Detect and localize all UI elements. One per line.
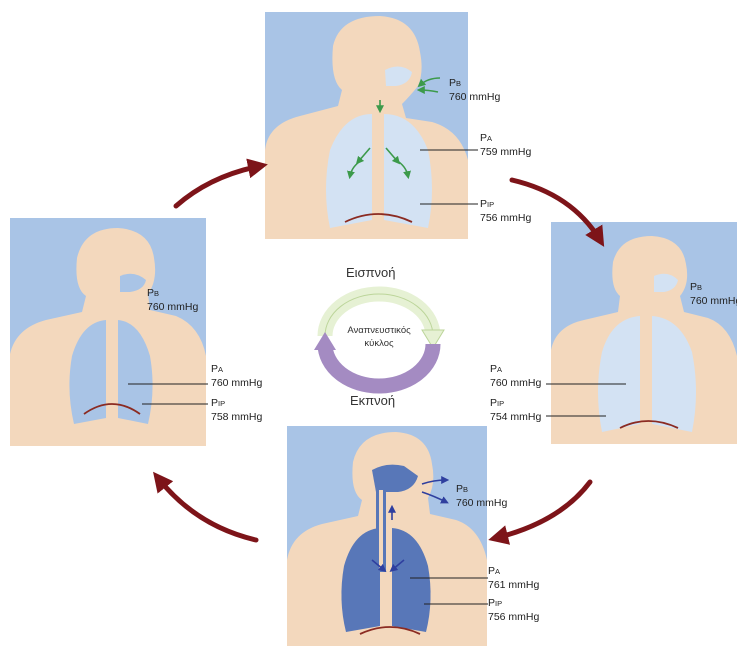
pip-value: 758 mmHg — [211, 411, 263, 423]
pa-value: 760 mmHg — [490, 377, 542, 389]
arrow-bottom-to-left — [158, 478, 256, 540]
cycle-center-label-line1: Αναπνευστικός — [347, 325, 411, 336]
pb-value: 760 mmHg — [690, 295, 737, 307]
panel-right-end-inspiration: PB 760 mmHg PA 760 mmHg PIP 754 mmHg — [490, 222, 737, 444]
expiration-arrowhead — [314, 332, 336, 350]
arrow-right-to-bottom — [496, 482, 590, 538]
pb-value: 760 mmHg — [147, 301, 199, 313]
pb-value: 760 mmHg — [456, 497, 508, 509]
pa-label: PA — [488, 565, 500, 577]
cycle-center-label-line2: κύκλος — [364, 338, 394, 349]
pip-value: 756 mmHg — [480, 212, 532, 224]
panel-left-end-expiration: PB 760 mmHg PA 760 mmHg PIP 758 mmHg — [10, 218, 263, 446]
pb-label: PB — [449, 77, 461, 89]
pa-label: PA — [211, 363, 223, 375]
pa-value: 761 mmHg — [488, 579, 540, 591]
pb-label: PB — [456, 483, 468, 495]
pip-label: PIP — [490, 397, 504, 409]
pa-value: 760 mmHg — [211, 377, 263, 389]
pa-label: PA — [480, 132, 492, 144]
panel-top-inspiration: PB 760 mmHg PA 759 mmHg PIP 756 mmHg — [265, 12, 532, 239]
pb-label: PB — [147, 287, 159, 299]
pip-label: PIP — [480, 198, 494, 210]
pb-label: PB — [690, 281, 702, 293]
pa-label: PA — [490, 363, 502, 375]
pa-value: 759 mmHg — [480, 146, 532, 158]
pip-value: 754 mmHg — [490, 411, 542, 423]
expiration-arc — [325, 344, 433, 386]
pip-label: PIP — [211, 397, 225, 409]
expiration-label: Εκπνοή — [350, 393, 395, 408]
arrow-left-to-top — [176, 166, 260, 206]
respiratory-cycle-ring: Εισπνοή Εκπνοή Αναπνευστικός κύκλος — [314, 265, 444, 408]
pb-value: 760 mmHg — [449, 91, 501, 103]
pip-value: 756 mmHg — [488, 611, 540, 623]
inspiration-label: Εισπνοή — [346, 265, 396, 280]
pip-label: PIP — [488, 597, 502, 609]
